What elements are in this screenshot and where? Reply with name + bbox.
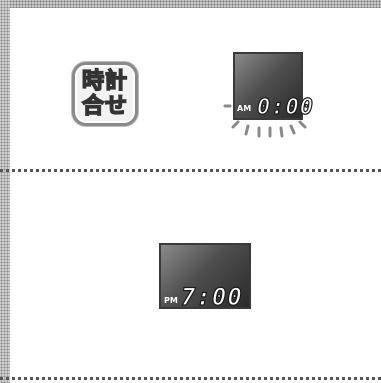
clock-display-step1 bbox=[233, 52, 303, 120]
left-border bbox=[0, 0, 10, 383]
am-indicator: AM bbox=[237, 104, 252, 113]
flashing-rays-icon bbox=[223, 104, 307, 138]
clock-set-button-label-line1: 時計 bbox=[81, 69, 128, 95]
pm-indicator: PM bbox=[164, 296, 178, 305]
section-divider bbox=[0, 169, 381, 172]
clock-set-button[interactable]: 時計 合せ bbox=[72, 62, 138, 126]
time-readout-step2: 7:00 bbox=[180, 282, 243, 311]
section-divider-bottom bbox=[0, 377, 381, 380]
time-readout-step1: 0:00 bbox=[256, 94, 314, 120]
top-border bbox=[0, 0, 381, 8]
clock-display-step2 bbox=[159, 243, 251, 309]
clock-set-button-label-line2: 合せ bbox=[81, 94, 128, 120]
